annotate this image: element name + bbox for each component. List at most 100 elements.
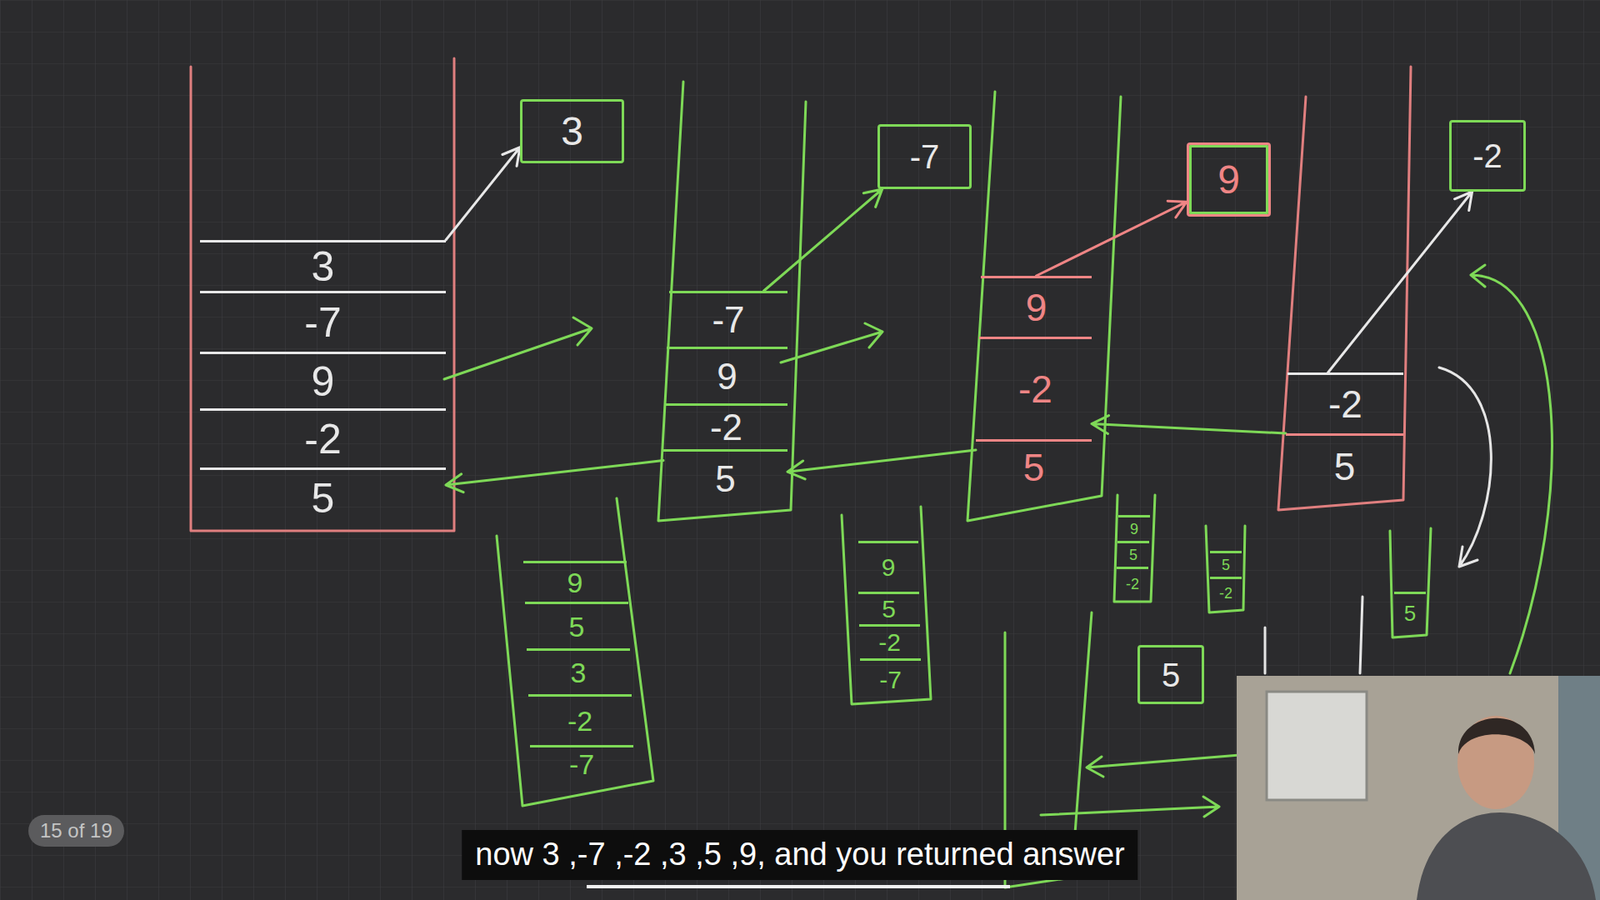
stack-cell: -2 [1287,372,1404,434]
popped-value-box: -7 [877,124,972,190]
pop-arrow [764,189,883,291]
stack-cell: 9 [666,346,788,404]
person-body [1416,812,1596,900]
stack-value: 9 [567,568,584,597]
stack-value: -2 [1125,576,1140,592]
stack-outline [841,506,931,705]
popped-value-box: 9 [1186,142,1271,217]
stack-cell: 5 [1117,540,1150,567]
stack-value: -7 [879,667,902,693]
return-arrow [1040,796,1220,817]
stack-value: 5 [1023,448,1045,487]
stack-value: -2 [567,706,593,735]
stack-value: 9 [716,358,737,395]
stack-outline [190,58,455,531]
popped-value-box: 5 [1137,645,1205,705]
stack-cell: 5 [200,467,446,526]
pop-arrow [787,450,976,480]
stack-value: -7 [569,750,595,779]
stack-value: 3 [570,658,587,687]
page-counter: 15 of 19 [28,815,125,847]
stack-outline [1114,495,1155,602]
stack-cell: 3 [200,240,446,291]
pop-arrow [445,147,520,240]
stack-value: -7 [910,140,940,174]
stack-value: 5 [1129,547,1138,563]
popped-value-box: -2 [1449,120,1526,192]
stack-outline [1278,66,1411,510]
stack-cell: 9 [523,560,627,602]
stack-value: 5 [1161,658,1180,692]
stack-cell: -2 [979,336,1092,440]
stack-value: -2 [304,418,341,460]
stack-cell: -2 [200,408,446,468]
stack-value: -2 [710,409,743,446]
stack-outline [658,81,806,521]
stack-value: -7 [304,301,341,344]
stack-cell: 9 [1118,515,1150,541]
person-face [1457,715,1535,810]
stack-value: 3 [560,111,584,152]
progress-bar [586,885,1010,889]
stack-value: 9 [1130,521,1139,537]
stack-value: 9 [1025,288,1048,327]
stack-value: -2 [1219,585,1233,601]
stack-cell: -2 [528,694,632,745]
stack-outline [1205,525,1245,613]
stack-value: 3 [311,245,335,288]
pop-arrow [1328,191,1473,373]
stack-value: 9 [311,360,335,403]
stack-value: -2 [1328,385,1363,424]
stack-cell: 9 [980,275,1092,337]
webcam-background [1236,675,1600,900]
popped-value-box: 3 [520,99,625,164]
curved-arrow [1470,265,1552,674]
stack-stroke [1264,627,1267,674]
stack-value: 5 [715,460,735,498]
stack-cell: 5 [663,449,788,506]
push-arrow [780,323,883,363]
stack-cell: -7 [860,658,921,699]
stack-outline [496,498,654,806]
stack-stroke [1360,596,1363,674]
stack-value: 5 [1221,557,1230,573]
push-arrow [444,317,592,380]
pop-arrow [445,460,664,493]
stack-value: 5 [311,477,335,520]
subtitle-caption: now 3 ,-7 ,-2 ,3 ,5 ,9, and you returned… [461,830,1138,880]
stack-cell: 3 [526,648,630,695]
stack-cell: 5 [858,591,920,625]
curved-arrow [1439,367,1491,567]
stack-value: -7 [711,301,745,339]
stack-value: -2 [1018,370,1053,409]
stack-cell: 5 [1394,591,1426,633]
stack-value: 5 [1334,447,1356,486]
stack-value: 5 [1404,602,1416,625]
webcam-feed [1236,675,1600,900]
pop-arrow [1036,200,1188,276]
return-arrow [1086,755,1240,777]
stack-value: -2 [878,630,901,655]
stack-outline [967,91,1121,521]
stack-cell: -2 [859,624,920,659]
stack-cell: -2 [1116,566,1149,599]
pop-arrow [1091,415,1286,435]
stack-value: 5 [569,612,585,641]
stack-cell: -2 [1210,576,1242,608]
stack-cell: 9 [200,351,446,409]
person-hair [1458,718,1535,755]
stack-cell: 9 [858,540,919,592]
stack-cell: 5 [1210,550,1242,577]
stack-cell: 5 [1285,433,1404,497]
stack-cell: -7 [669,290,788,347]
stack-cell: 5 [975,439,1092,494]
stack-cell: -7 [530,745,634,780]
webcam-whiteboard [1266,691,1367,800]
stack-value: -2 [1472,139,1503,173]
stack-value: 5 [881,596,896,622]
stack-outline [1390,528,1431,638]
